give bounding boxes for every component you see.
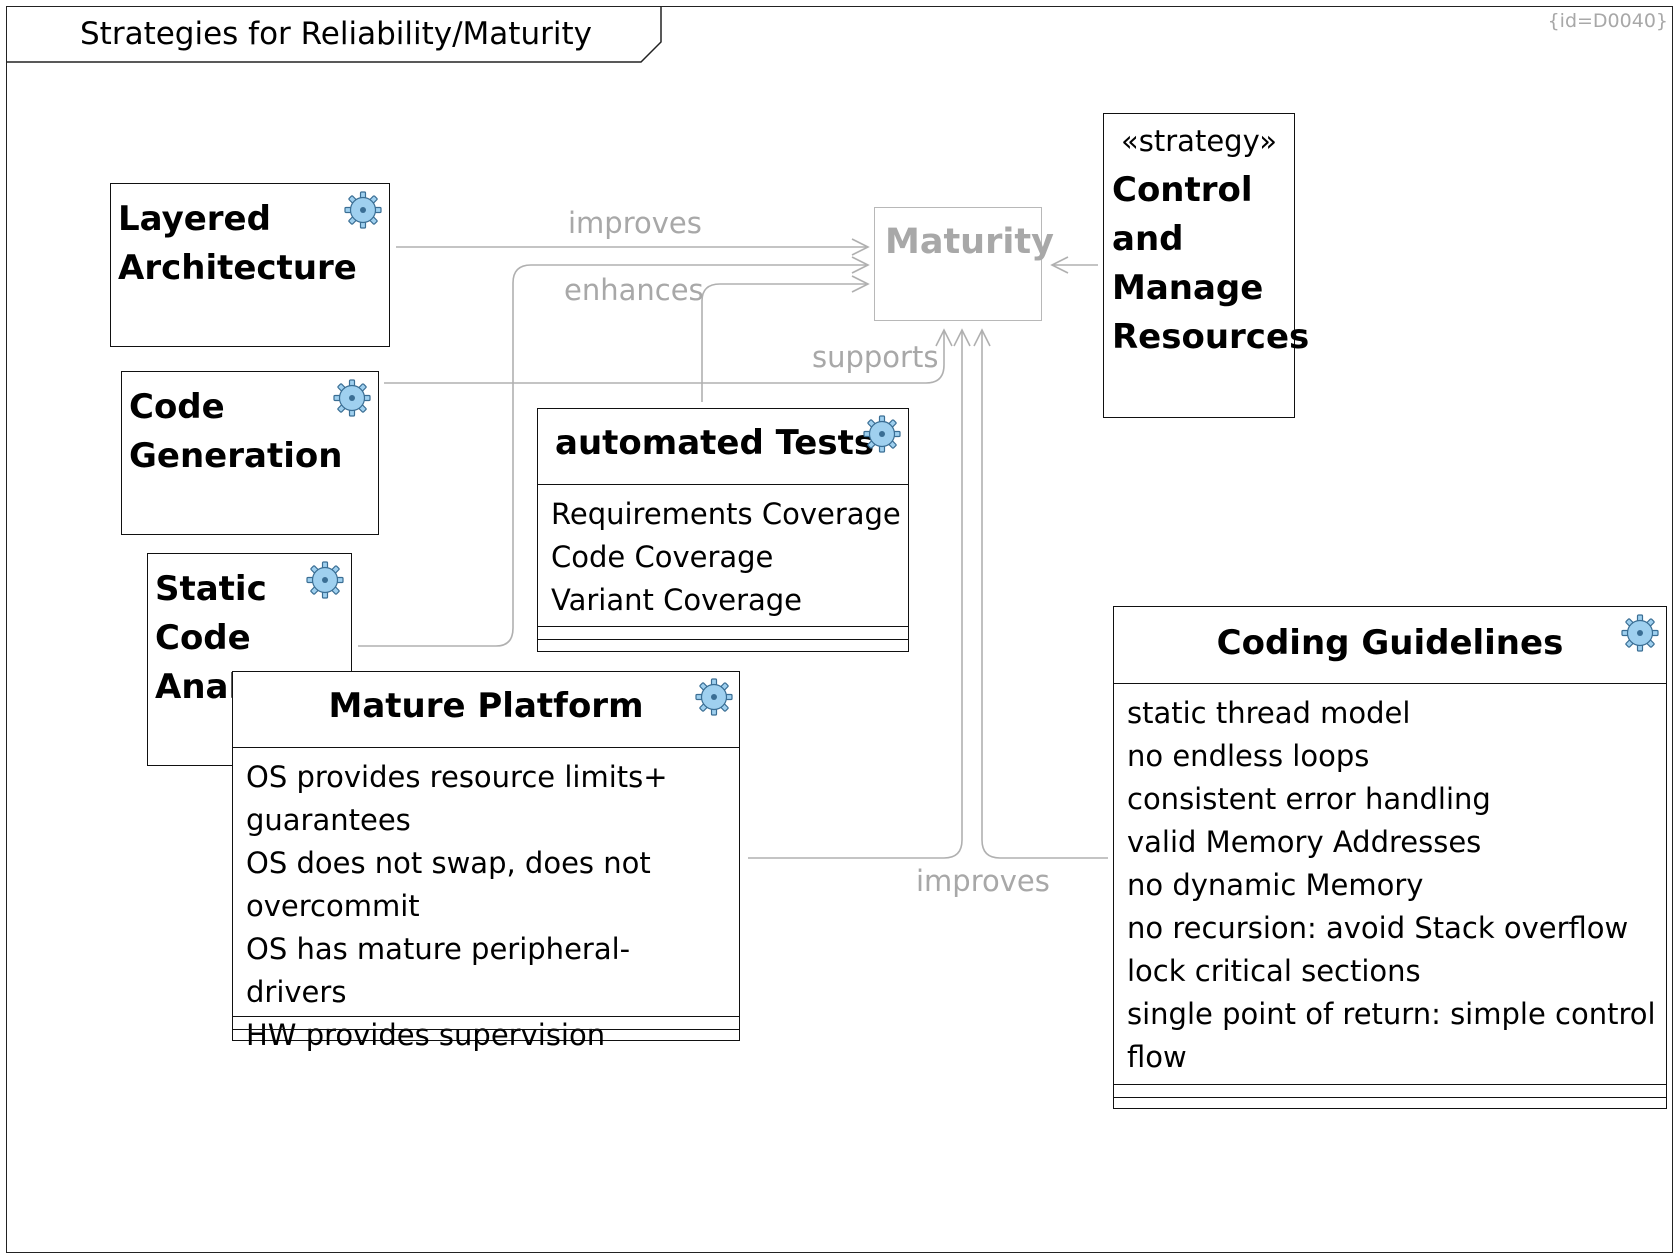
attribute-item: Code Coverage	[551, 540, 774, 574]
diagram-frame	[6, 6, 1673, 1253]
layered-architecture-block[interactable]: Layered Architecture	[110, 183, 390, 347]
frame-title-tab	[6, 6, 662, 63]
operations-compartment	[538, 626, 908, 627]
attribute-item: Variant Coverage	[551, 583, 803, 617]
code-generation-block[interactable]: Code Generation	[121, 371, 379, 535]
arrowhead-improves-guidelines	[973, 328, 991, 347]
gear-icon	[1621, 614, 1659, 652]
attribute-item: consistent error handling	[1127, 782, 1491, 816]
attribute-item: single point of return: simple control f…	[1127, 997, 1656, 1074]
attribute-item: lock critical sections	[1127, 954, 1421, 988]
operations-compartment-bottom	[233, 1029, 739, 1030]
edge-label-supports: supports	[812, 340, 939, 374]
attribute-item: no dynamic Memory	[1127, 868, 1424, 902]
control-resources-title: Control and Manage Resources	[1112, 170, 1310, 357]
edge-label-improves-top: improves	[568, 206, 702, 240]
attributes-compartment	[233, 747, 739, 748]
attribute-item: OS has mature peripheral-drivers	[246, 932, 631, 1009]
attribute-item: static thread model	[1127, 696, 1411, 730]
attributes-compartment	[1114, 683, 1666, 684]
gear-icon	[344, 191, 382, 229]
attribute-item: no recursion: avoid Stack overflow	[1127, 911, 1629, 945]
coding-guidelines-title: Coding Guidelines	[1216, 623, 1564, 663]
operations-compartment	[233, 1016, 739, 1017]
arrowhead-mature-platform	[953, 328, 971, 347]
arrowhead-control-resources	[1050, 256, 1069, 274]
edge-label-improves-bottom: improves	[916, 864, 1050, 898]
operations-compartment	[1114, 1084, 1666, 1085]
coding-guidelines-attributes: static thread model no endless loops consi…	[1127, 692, 1662, 1079]
strategy-stereotype: «strategy»	[1121, 124, 1277, 158]
frame-title: Strategies for Reliability/Maturity	[80, 16, 592, 52]
mature-platform-block[interactable]: Mature Platform OS provides resource lim…	[232, 671, 740, 1052]
arrowhead-static-analysis	[851, 256, 870, 274]
attribute-item: valid Memory Addresses	[1127, 825, 1482, 859]
operations-compartment-bottom	[1114, 1097, 1666, 1098]
diagram-id: {id=D0040}	[1547, 10, 1668, 32]
edge-enhances-tests	[701, 283, 868, 402]
mature-platform-title: Mature Platform	[328, 686, 644, 726]
layered-architecture-title: Layered Architecture	[118, 199, 357, 288]
edge-label-enhances: enhances	[564, 273, 704, 307]
gear-icon	[333, 379, 371, 417]
gear-icon	[863, 415, 901, 453]
edge-static-analysis	[358, 264, 868, 647]
attributes-compartment	[538, 484, 908, 485]
edge-mature-platform	[748, 330, 963, 859]
arrowhead-enhances-tests	[851, 275, 870, 293]
coding-guidelines-block[interactable]: Coding Guidelines static thread model no …	[1113, 606, 1667, 1109]
attribute-item: no endless loops	[1127, 739, 1370, 773]
maturity-block[interactable]: Maturity	[874, 207, 1054, 321]
gear-icon	[695, 678, 733, 716]
attribute-item: OS does not swap, does not overcommit	[246, 846, 651, 923]
operations-compartment-bottom	[538, 639, 908, 640]
arrowhead-supports-codegen	[935, 328, 953, 347]
edge-supports-codegen	[384, 330, 945, 384]
arrowhead-improves-layered	[851, 238, 870, 256]
gear-icon	[306, 561, 344, 599]
attribute-item: HW provides supervision	[246, 1018, 606, 1052]
automated-tests-title: automated Tests	[555, 423, 875, 463]
edge-improves-guidelines	[981, 330, 1108, 859]
attribute-item: OS provides resource limits+ guarantees	[246, 760, 668, 837]
code-generation-title: Code Generation	[129, 387, 343, 476]
maturity-title: Maturity	[885, 222, 1054, 262]
attribute-item: Requirements Coverage	[551, 497, 901, 531]
control-resources-block[interactable]: «strategy» Control and Manage Resources	[1103, 113, 1310, 418]
